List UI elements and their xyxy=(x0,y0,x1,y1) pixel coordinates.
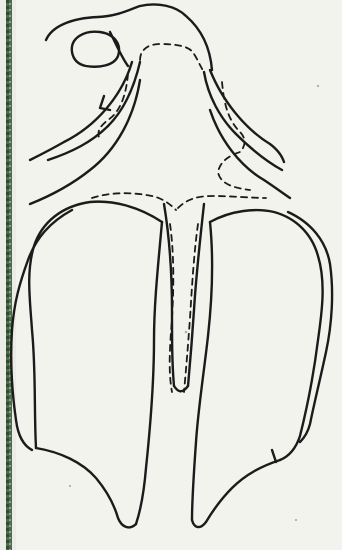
right-lobe-outline xyxy=(210,210,323,460)
left-lobe-outline xyxy=(29,202,162,448)
right-tick-mark xyxy=(272,450,276,462)
binding-edge xyxy=(6,0,12,550)
left-lobe-outer-wall xyxy=(11,210,72,450)
paper-speck xyxy=(317,85,319,87)
paper-speck xyxy=(185,331,188,334)
right-lobe-outer-wall xyxy=(288,212,332,442)
left-lobe-base xyxy=(36,448,136,527)
paper-speck xyxy=(295,519,297,521)
right-lobe-base xyxy=(192,460,280,527)
shoulder-dashed-line xyxy=(92,193,266,210)
cap-outline xyxy=(46,4,212,70)
stem-right-edge xyxy=(188,204,204,386)
right-lobe-inner-edge xyxy=(192,222,212,520)
stem-dashed-right xyxy=(184,224,198,392)
left-lobe-inner-edge xyxy=(136,222,162,524)
neck-dashed-cap xyxy=(140,44,204,72)
outer-right-contour-lower xyxy=(210,110,290,198)
paper-speck xyxy=(69,485,71,487)
stem-tip xyxy=(174,386,188,391)
